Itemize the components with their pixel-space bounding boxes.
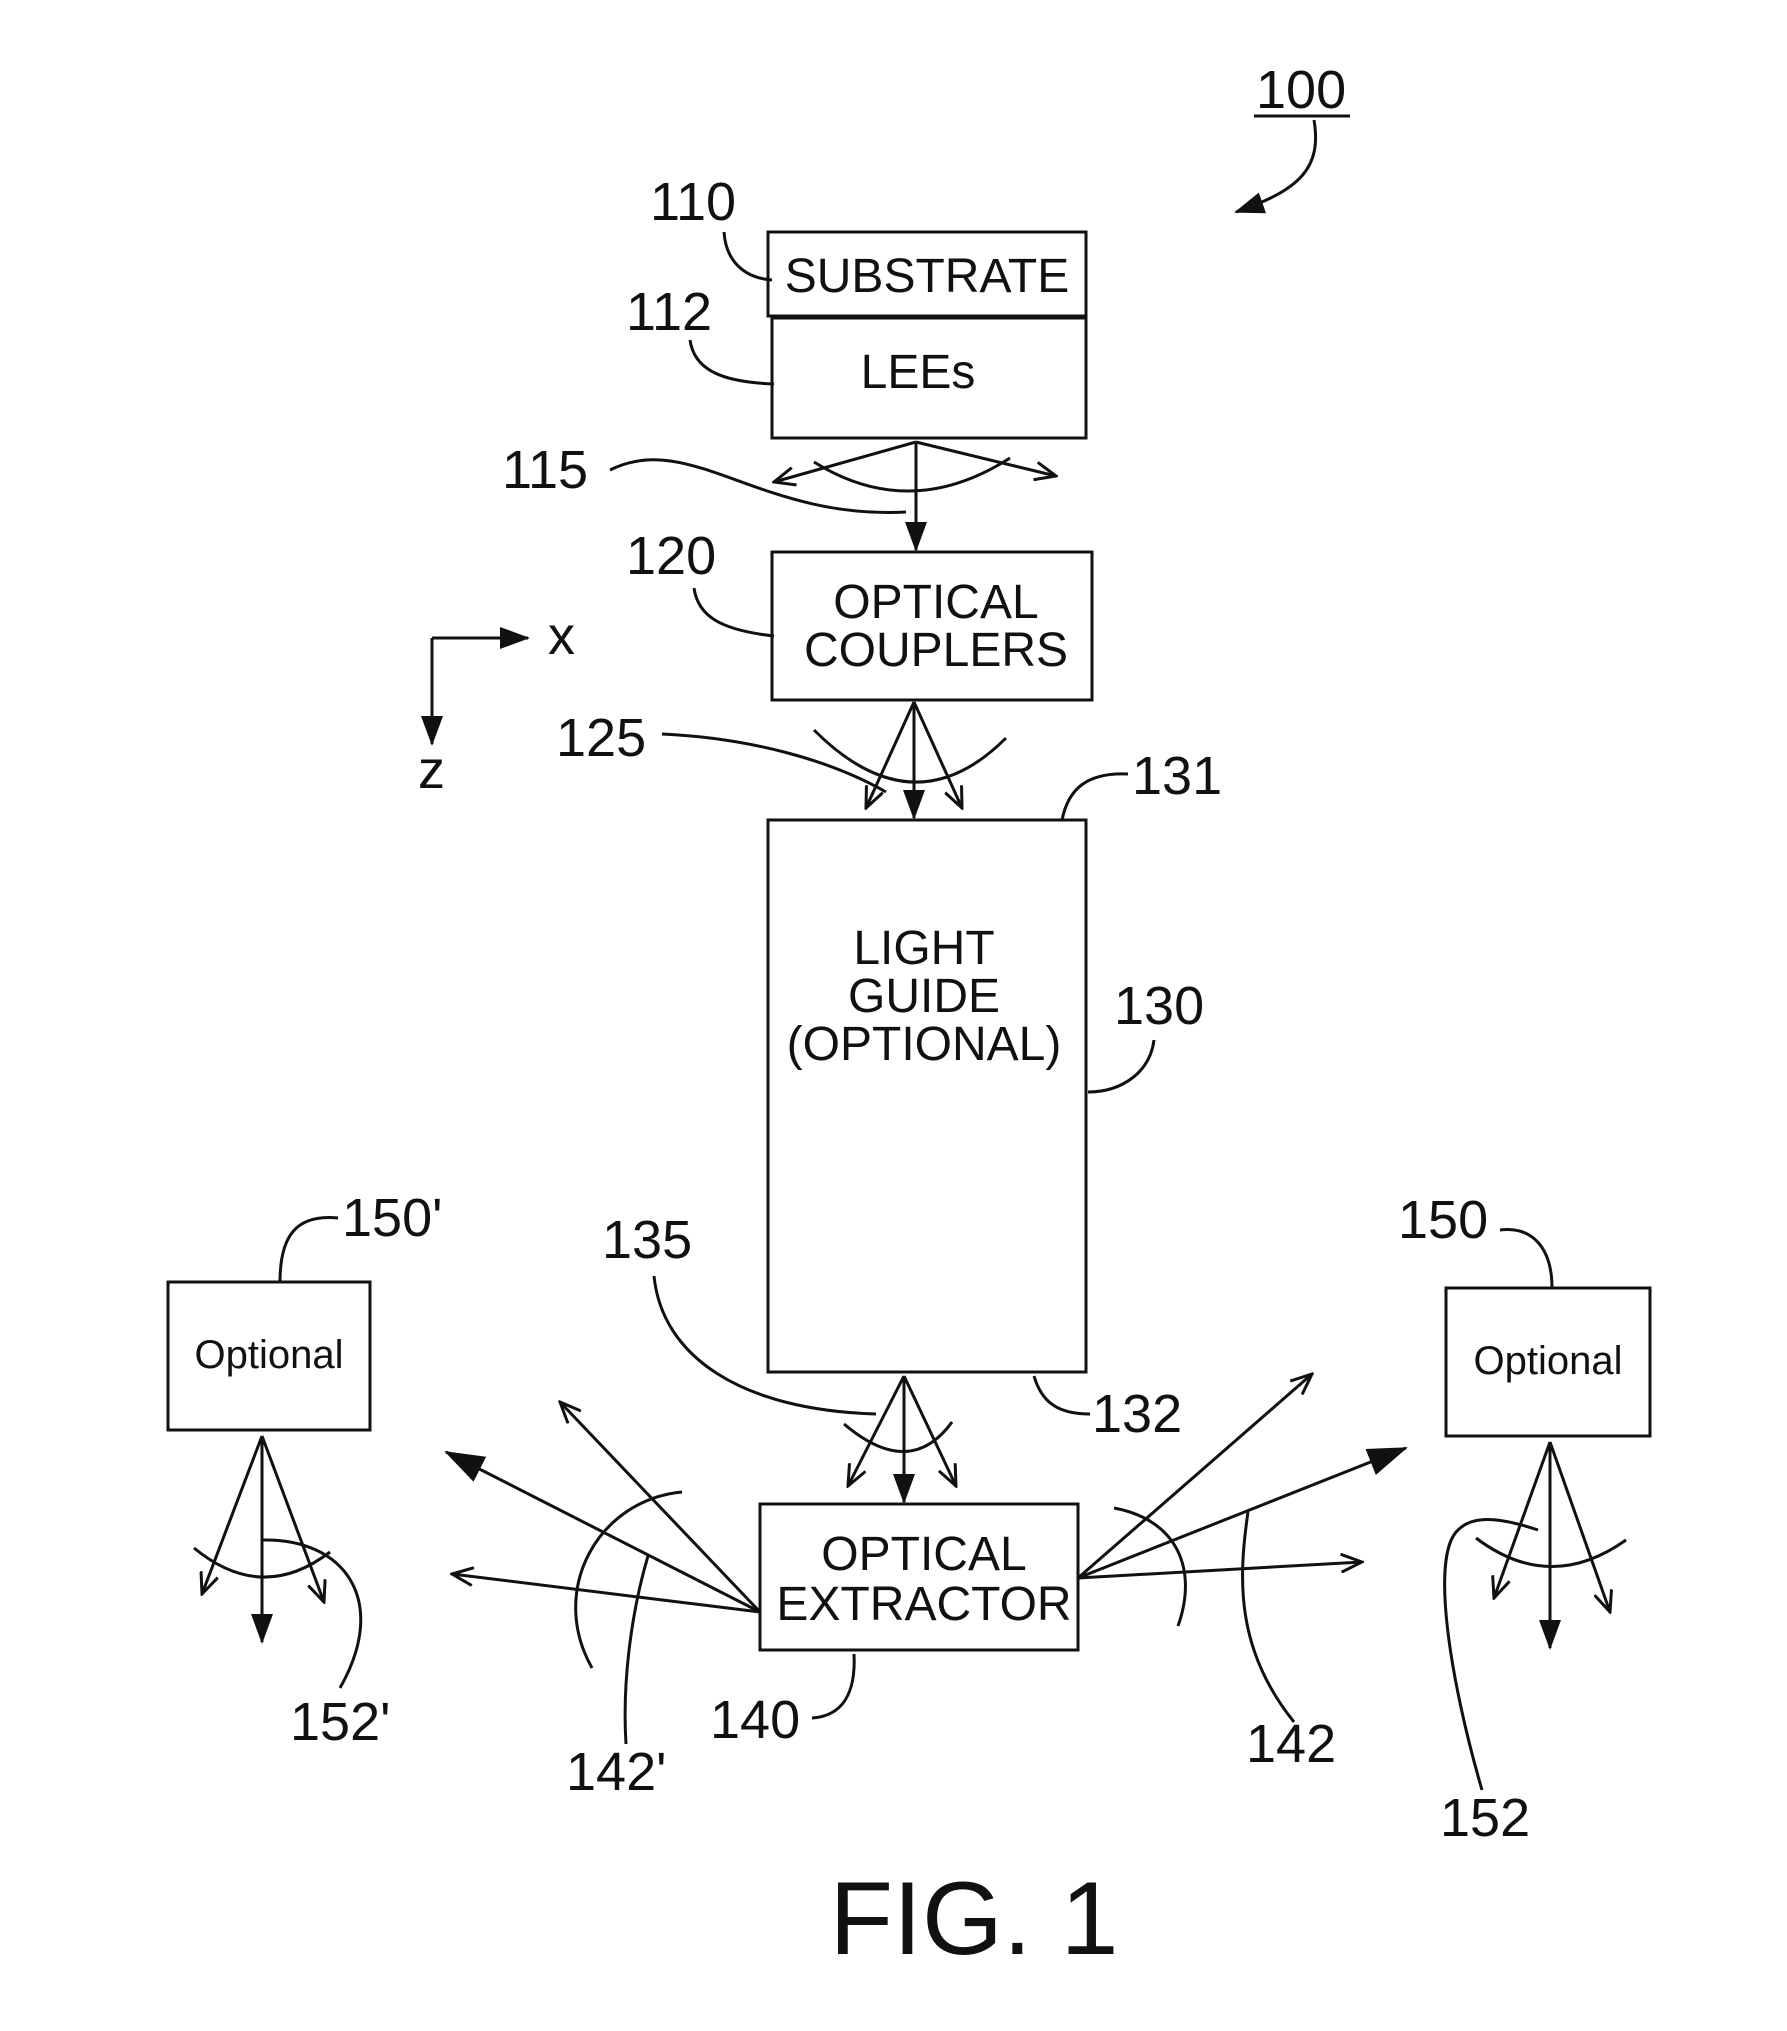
- extractor-block: OPTICAL EXTRACTOR 140: [710, 1504, 1078, 1750]
- extractor-line1: OPTICAL: [821, 1528, 1026, 1581]
- output-152: 152: [1440, 1442, 1626, 1848]
- output-152p: 152': [194, 1436, 390, 1752]
- light-guide-box: [768, 820, 1086, 1372]
- light-135-arc: [844, 1422, 952, 1452]
- ref-132: 132: [1092, 1384, 1182, 1444]
- lees-ref: 112: [626, 282, 712, 342]
- output-right-arc: [1114, 1508, 1185, 1626]
- light-guide-line2: GUIDE: [848, 970, 1000, 1023]
- output-left-upper-arrow: [560, 1402, 760, 1612]
- optional-left-text: Optional: [195, 1333, 344, 1377]
- output-left-lower-arrow: [452, 1574, 760, 1612]
- extractor-ref: 140: [710, 1690, 800, 1750]
- couplers-ref: 120: [626, 526, 716, 586]
- output-right-lower-arrow: [1078, 1562, 1362, 1578]
- ref-142: 142: [1246, 1714, 1336, 1774]
- output-152-right-arrow: [1550, 1442, 1610, 1612]
- lees-text: LEEs: [861, 346, 976, 399]
- extractor-line2: EXTRACTOR: [776, 1578, 1071, 1631]
- ref-152: 152: [1440, 1788, 1530, 1848]
- light-125: 125: [556, 702, 1006, 818]
- substrate-leader: [724, 232, 772, 280]
- light-guide-leader: [1088, 1040, 1154, 1092]
- light-125-left-arrow: [866, 702, 914, 808]
- ref-135: 135: [602, 1210, 692, 1270]
- ref-131-leader: [1062, 774, 1128, 820]
- light-guide-block: LIGHT GUIDE (OPTIONAL) 130 131 132: [768, 746, 1222, 1444]
- axes-indicator: x z: [418, 606, 575, 800]
- ref-152-leader: [1445, 1520, 1538, 1791]
- optional-right-text: Optional: [1474, 1339, 1623, 1383]
- substrate-block: SUBSTRATE 110: [650, 172, 1086, 316]
- substrate-text: SUBSTRATE: [785, 250, 1069, 303]
- optional-left-block: Optional 150': [168, 1188, 442, 1430]
- lees-leader: [690, 340, 774, 384]
- x-axis-label: x: [548, 606, 575, 666]
- substrate-ref: 110: [650, 172, 736, 232]
- couplers-line1: OPTICAL: [833, 576, 1038, 629]
- optional-left-leader: [280, 1218, 338, 1282]
- emission-left-arrow: [774, 442, 916, 482]
- optional-left-ref: 150': [342, 1188, 442, 1248]
- optional-right-leader: [1500, 1230, 1552, 1288]
- light-guide-line3: (OPTIONAL): [787, 1018, 1062, 1071]
- ref-125: 125: [556, 708, 646, 768]
- light-135-left-arrow: [848, 1376, 904, 1486]
- ref-115-leader: [610, 460, 906, 513]
- ref-152p-leader: [262, 1540, 361, 1688]
- figure-title: FIG. 1: [830, 1861, 1119, 1977]
- couplers-line2: COUPLERS: [804, 624, 1068, 677]
- light-135-right-arrow: [904, 1376, 956, 1486]
- ref-131: 131: [1132, 746, 1222, 806]
- couplers-leader: [694, 588, 774, 636]
- ref-142p-leader: [625, 1556, 648, 1744]
- optional-right-block: Optional 150: [1398, 1190, 1650, 1436]
- system-ref-100: 100: [1236, 60, 1350, 212]
- ref-142p: 142': [566, 1742, 666, 1802]
- light-guide-line1: LIGHT: [853, 922, 994, 975]
- system-ref-arrow: [1236, 120, 1316, 212]
- z-axis-label: z: [418, 740, 445, 800]
- emission-115: 115: [502, 440, 1056, 550]
- optional-right-ref: 150: [1398, 1190, 1488, 1250]
- light-125-arc: [814, 730, 1006, 782]
- ref-142-leader: [1243, 1512, 1294, 1722]
- light-125-right-arrow: [914, 702, 962, 808]
- ref-152p: 152': [290, 1692, 390, 1752]
- ref-132-leader: [1034, 1376, 1090, 1414]
- couplers-block: OPTICAL COUPLERS 120: [626, 526, 1092, 700]
- extractor-leader: [812, 1654, 854, 1718]
- light-guide-ref: 130: [1114, 976, 1204, 1036]
- ref-115: 115: [502, 440, 588, 500]
- system-ref-label: 100: [1256, 60, 1346, 120]
